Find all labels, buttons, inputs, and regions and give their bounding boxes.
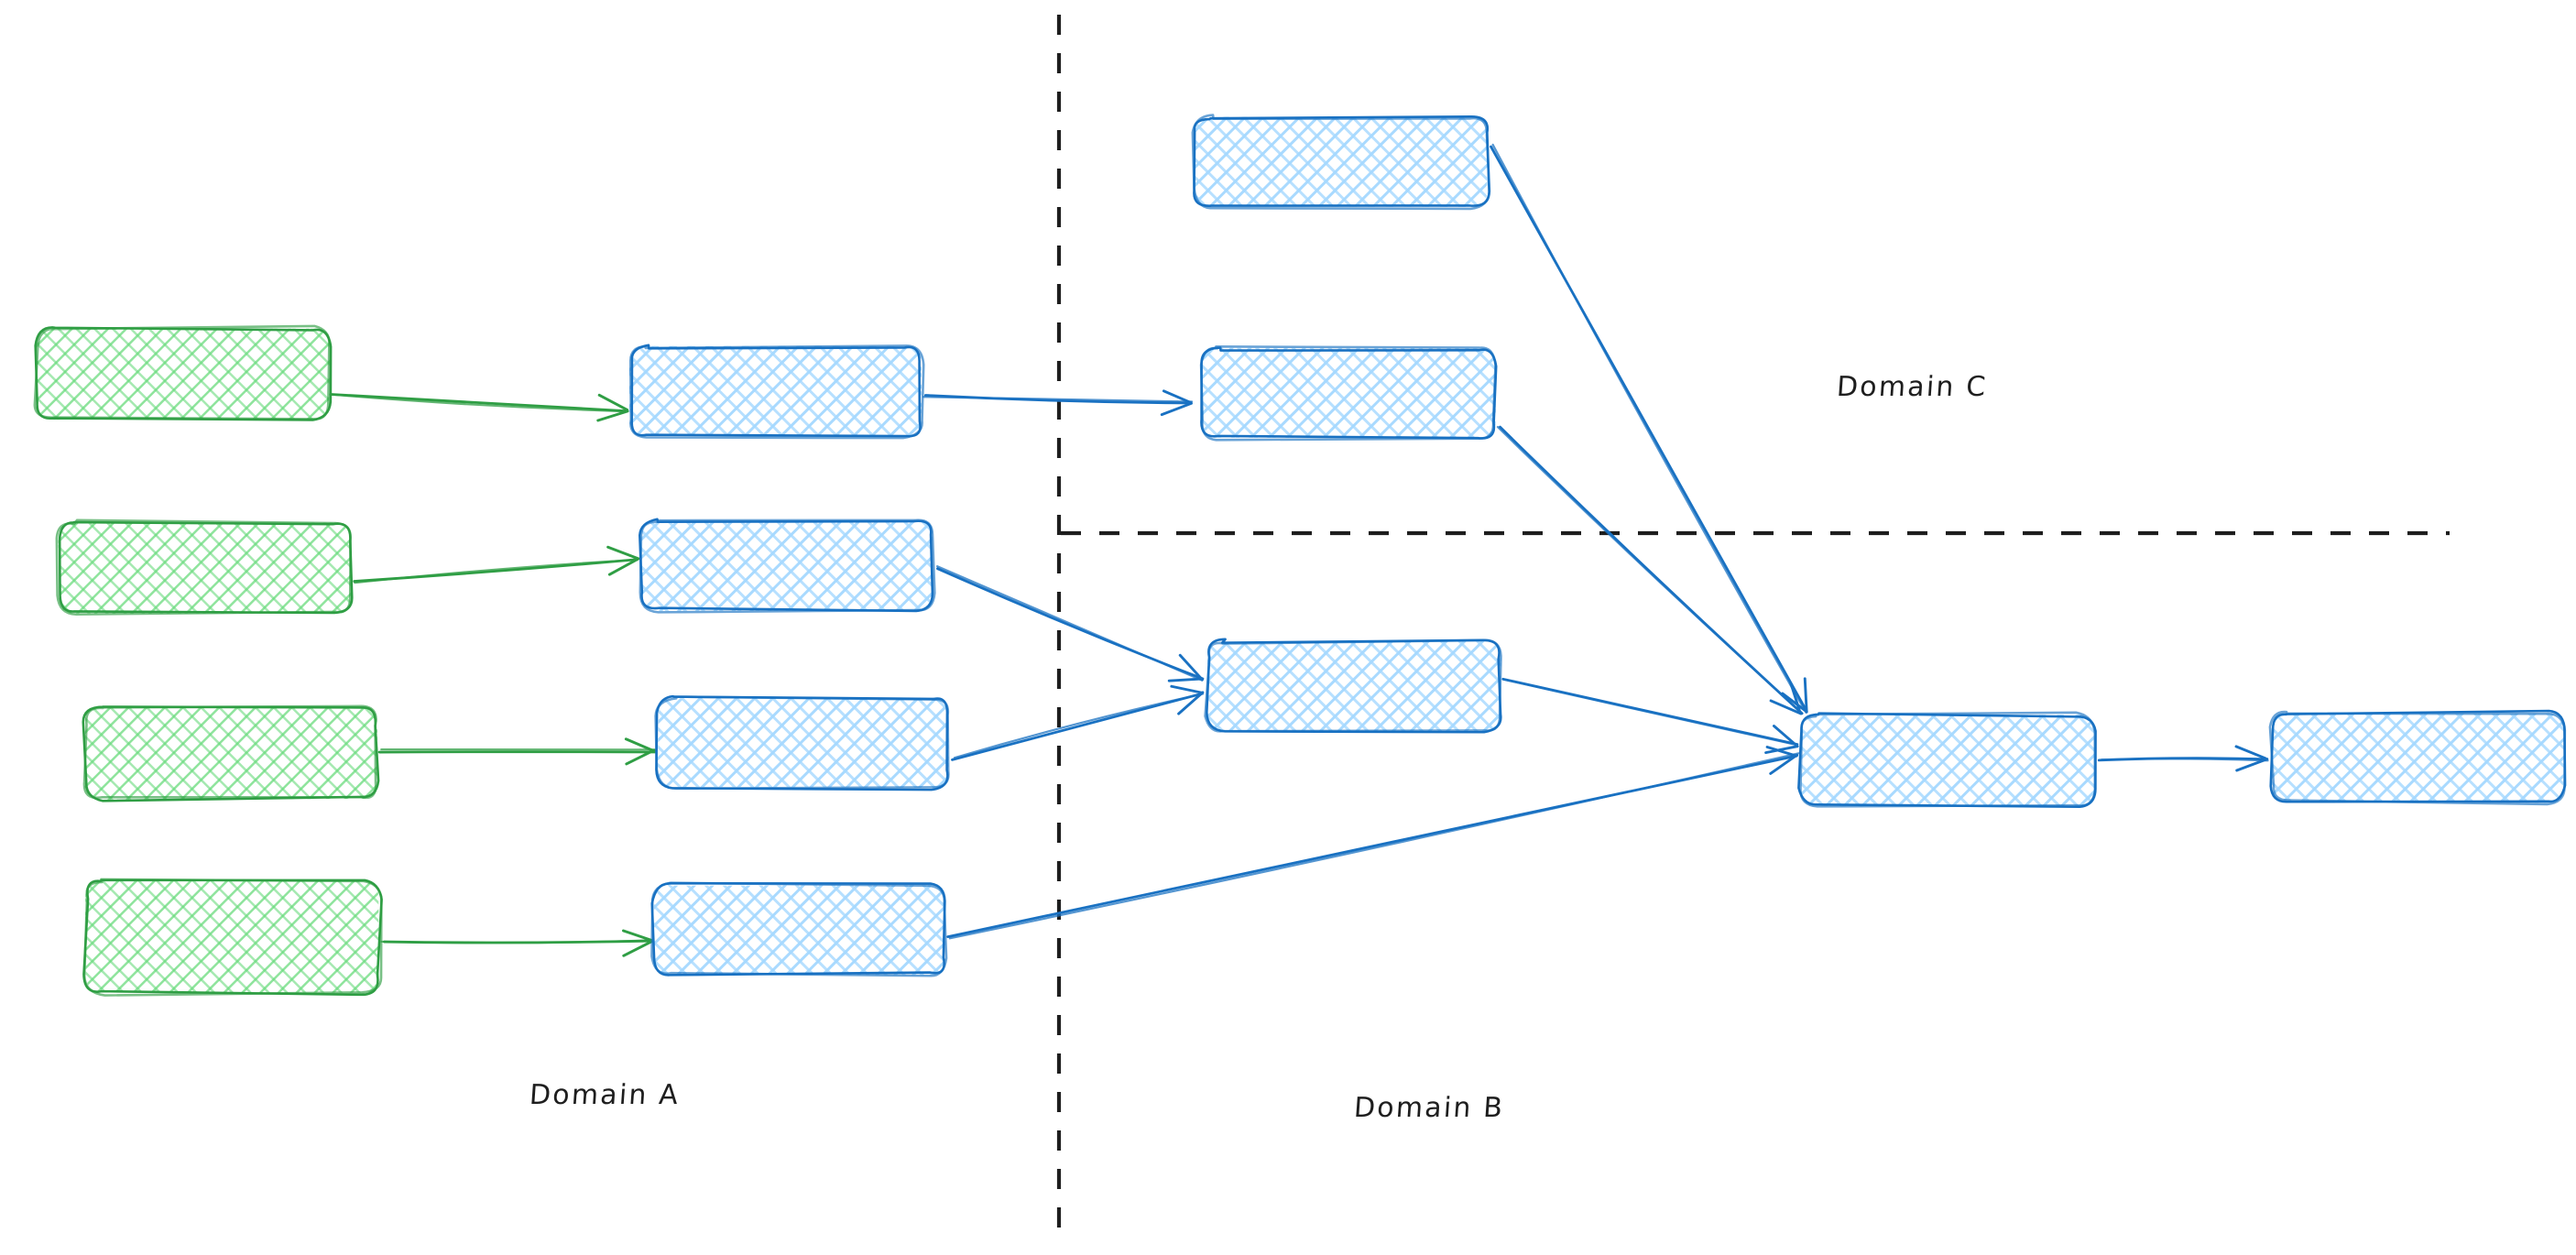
- node-box-m4[interactable]: [650, 881, 948, 977]
- node-layer: [33, 114, 2567, 997]
- node-box-b1[interactable]: [1191, 114, 1491, 211]
- edge-arrow-e-a2-m2: [353, 545, 640, 584]
- edge-arrow-e-b3-c1: [1501, 677, 1799, 755]
- node-box-m1[interactable]: [628, 344, 925, 440]
- edge-arrow-e-m4-c1: [946, 746, 1800, 940]
- edge-arrow-e-a1-m1: [328, 393, 629, 422]
- divider-layer: [1056, 15, 2450, 1244]
- edge-arrow-e-m2-b3: [935, 565, 1205, 682]
- edge-arrow-e-m1-b2: [922, 389, 1194, 417]
- edge-arrow-e-c1-c2: [2097, 745, 2269, 772]
- node-box-m2[interactable]: [639, 518, 936, 614]
- label-domain-a: Domain A: [528, 1079, 682, 1111]
- node-box-c1[interactable]: [1797, 711, 2097, 809]
- edge-arrow-e-b1-c1: [1490, 143, 1808, 714]
- node-box-a2[interactable]: [55, 518, 354, 616]
- node-box-a3[interactable]: [82, 704, 380, 802]
- node-box-b2[interactable]: [1199, 345, 1498, 442]
- edge-arrow-e-m3-b3: [951, 684, 1205, 761]
- node-box-a4[interactable]: [82, 878, 383, 997]
- edge-arrow-e-a3-m3: [377, 737, 657, 766]
- node-box-b3[interactable]: [1204, 638, 1502, 734]
- node-box-c2[interactable]: [2268, 709, 2567, 806]
- label-domain-c: Domain C: [1835, 371, 1989, 403]
- edge-arrow-e-b2-c1: [1496, 425, 1804, 715]
- node-box-a1[interactable]: [33, 324, 333, 421]
- edge-layer: [328, 143, 2269, 957]
- label-domain-b: Domain B: [1352, 1092, 1506, 1124]
- node-box-m3[interactable]: [654, 694, 950, 791]
- edge-arrow-e-a4-m4: [380, 929, 655, 957]
